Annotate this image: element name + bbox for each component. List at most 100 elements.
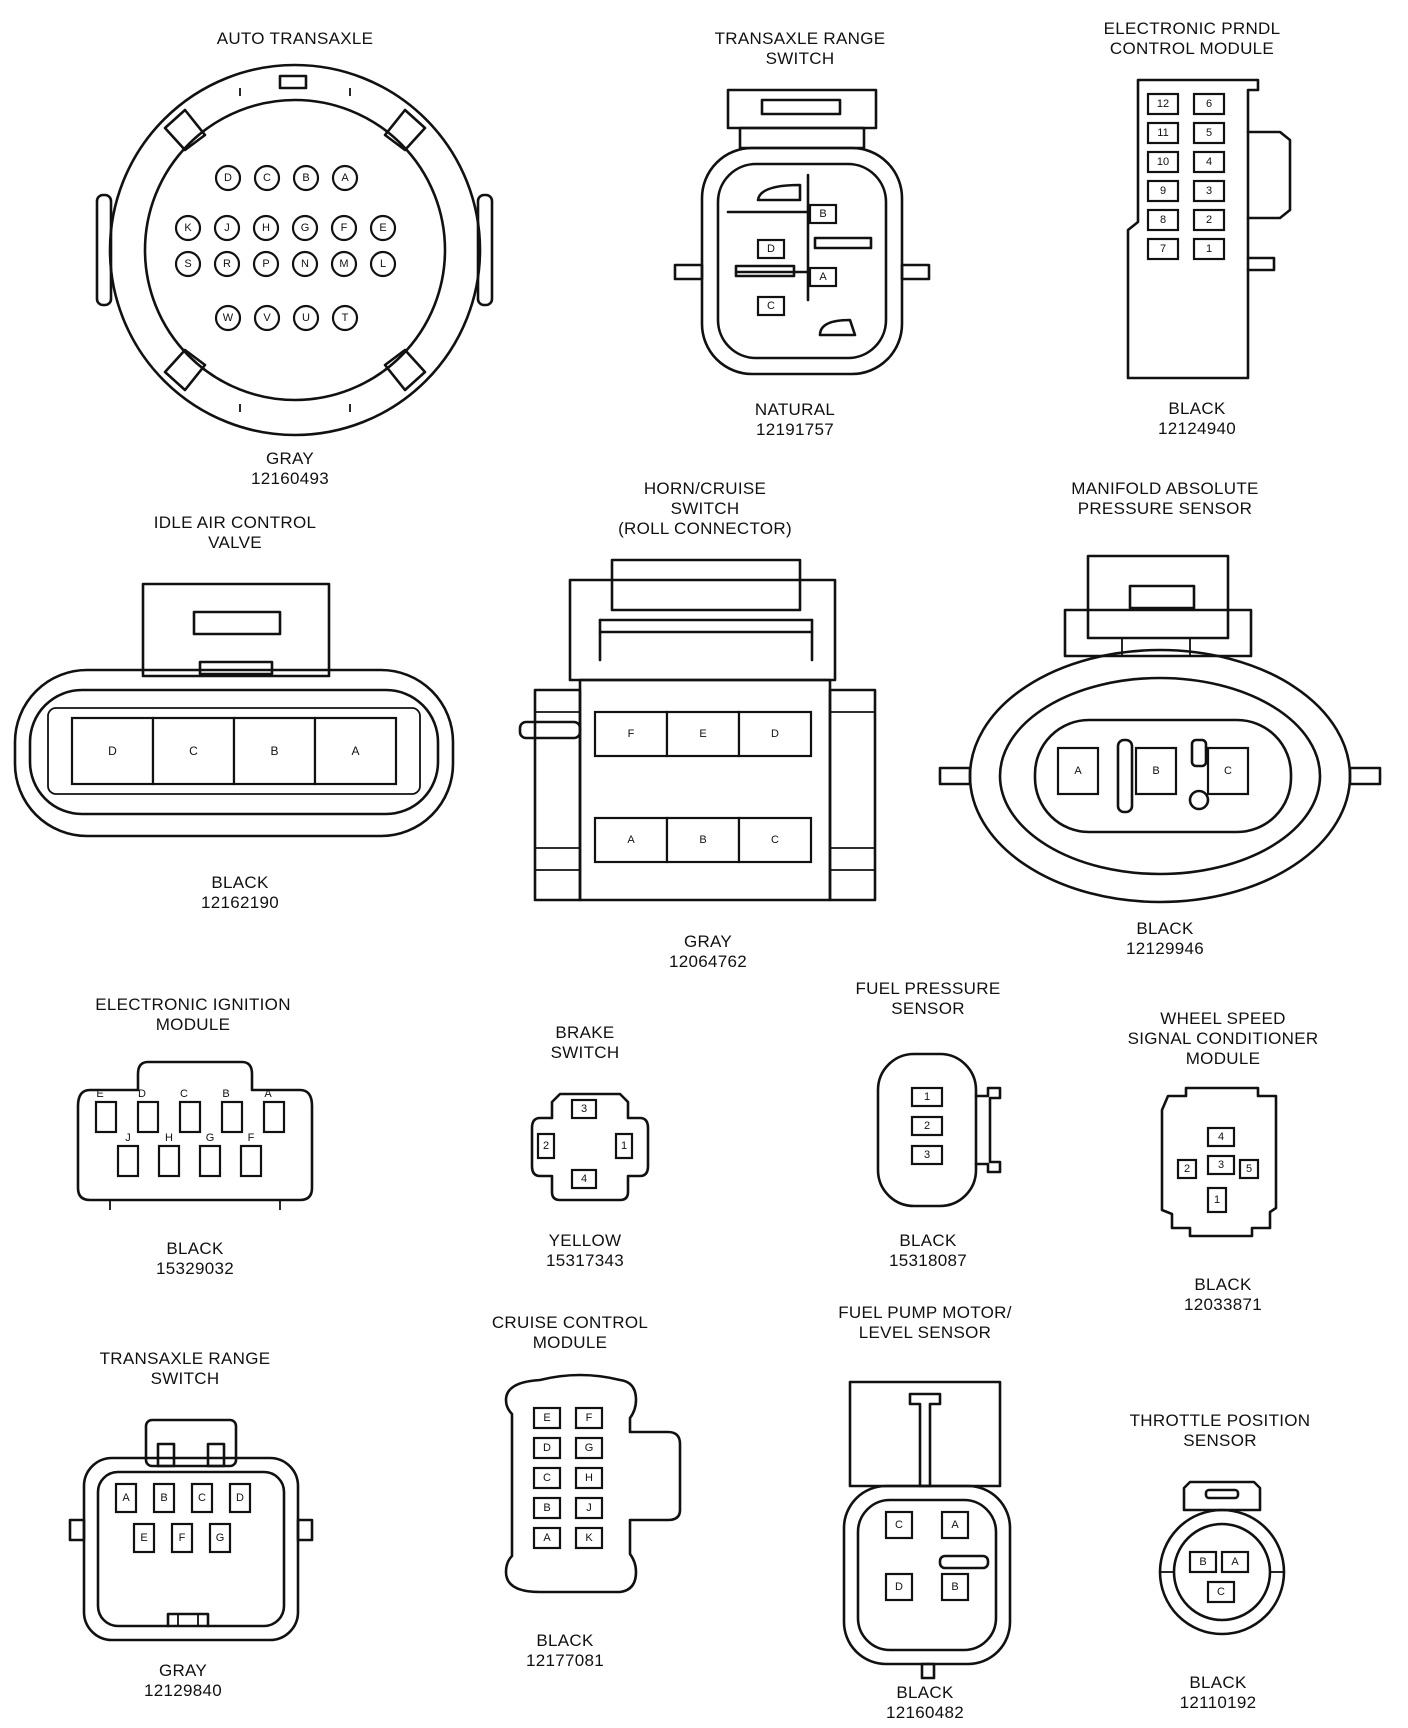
pin-label: E — [543, 1412, 550, 1424]
pin-B: B — [808, 203, 838, 225]
title-line: CONTROL MODULE — [1110, 39, 1274, 58]
pin-label: F — [248, 1132, 255, 1144]
pin-label: D — [224, 172, 232, 184]
pin-N: N — [291, 250, 319, 278]
pin- — [198, 1144, 222, 1178]
pin- — [239, 1144, 263, 1178]
prndl-module-connector: ELECTRONIC PRNDL CONTROL MODULE 1 2 6 11 5 10… — [1104, 19, 1292, 438]
pin-label: D — [108, 744, 117, 758]
pin-label: G — [206, 1132, 215, 1144]
pin-label: U — [302, 312, 310, 324]
pin-label: 1 — [1206, 243, 1212, 255]
part-number: 12064762 — [669, 952, 747, 971]
pin-label: C — [198, 1492, 206, 1504]
pin-label: H — [165, 1132, 173, 1144]
pin-B: B — [1134, 746, 1178, 796]
pin-label: J — [125, 1132, 131, 1144]
pin-label: C — [263, 172, 271, 184]
pin-K: K — [174, 214, 202, 242]
pin-5: 5 — [1192, 121, 1226, 145]
title-line: VALVE — [208, 533, 262, 552]
pin-B: B — [1188, 1550, 1218, 1574]
pin-10: 10 — [1146, 150, 1180, 174]
title-line: PRESSURE SENSOR — [1078, 499, 1253, 518]
pin-G: G — [574, 1436, 604, 1460]
pin-label: E — [96, 1088, 103, 1100]
pin-label: 4 — [581, 1173, 587, 1185]
pin-B: B — [232, 716, 317, 786]
pin-label: 11 — [1157, 127, 1168, 139]
title-line: TRANSAXLE RANGE — [100, 1349, 271, 1368]
pin-label: W — [223, 312, 234, 324]
title-line: LEVEL SENSOR — [859, 1323, 991, 1342]
pin-label: A — [351, 744, 359, 758]
title-line: MODULE — [533, 1333, 608, 1352]
title-line: MODULE — [1186, 1049, 1261, 1068]
pin- — [220, 1100, 244, 1134]
title-line: MANIFOLD ABSOLUTE — [1071, 479, 1258, 498]
pin-4: 4 — [570, 1168, 598, 1190]
pin-label: B — [1199, 1556, 1206, 1568]
pin-C: C — [253, 164, 281, 192]
pin-B: B — [665, 816, 741, 864]
pin-label: C — [771, 834, 779, 846]
pin-B: B — [152, 1482, 176, 1514]
part-number: 12110192 — [1180, 1693, 1257, 1712]
pin-4: 4 — [1192, 150, 1226, 174]
pin-label: A — [1074, 765, 1082, 777]
color-label: BLACK — [1194, 1275, 1252, 1294]
pin-F: F — [574, 1406, 604, 1430]
color-label: YELLOW — [549, 1231, 622, 1250]
part-number: 12033871 — [1184, 1295, 1262, 1314]
pin-label: F — [586, 1412, 593, 1424]
title-line: ELECTRONIC IGNITION — [95, 995, 291, 1014]
pin-A: A — [1220, 1550, 1250, 1574]
pin-label: V — [263, 312, 271, 324]
pin-label: A — [122, 1492, 130, 1504]
pin-C: C — [1206, 1580, 1236, 1604]
pin-A: A — [1056, 746, 1100, 796]
pin-label: 1 — [1214, 1194, 1220, 1206]
pin-label: 7 — [1160, 243, 1166, 255]
title-line: THROTTLE POSITION — [1130, 1411, 1311, 1430]
pin-label: B — [543, 1502, 550, 1514]
title-line: ELECTRONIC PRNDL — [1104, 19, 1281, 38]
pin-label: B — [699, 834, 706, 846]
pin-label: G — [585, 1442, 594, 1454]
pin-label: 10 — [1157, 156, 1169, 168]
title-line: SWITCH — [151, 1369, 220, 1388]
color-label: BLACK — [166, 1239, 224, 1258]
pin-E: E — [132, 1522, 156, 1554]
pin-label: 8 — [1160, 214, 1166, 226]
pin-label: N — [301, 258, 309, 270]
pin-grid: 123 — [910, 1086, 944, 1166]
pin-4: 4 — [1206, 1126, 1236, 1148]
title-line: HORN/CRUISE — [644, 479, 766, 498]
pin-label: M — [339, 258, 348, 270]
pin-label: E — [699, 728, 706, 740]
pin-label: 6 — [1206, 98, 1212, 110]
pin-J: J — [574, 1496, 604, 1520]
pin-D: D — [228, 1482, 252, 1514]
pin-label: D — [236, 1492, 244, 1504]
color-label: GRAY — [266, 449, 314, 468]
pin-F: F — [593, 710, 669, 758]
pin-2: 2 — [1192, 208, 1226, 232]
pin-label: 4 — [1218, 1131, 1224, 1143]
pin-C: C — [737, 816, 813, 864]
title-line: FUEL PRESSURE — [856, 979, 1001, 998]
pin-K: K — [574, 1526, 604, 1550]
color-label: GRAY — [684, 932, 732, 951]
pin-label: J — [586, 1502, 592, 1514]
pin-9: 9 — [1146, 179, 1180, 203]
title-line: SIGNAL CONDITIONER — [1128, 1029, 1319, 1048]
pin-label: A — [1231, 1556, 1239, 1568]
